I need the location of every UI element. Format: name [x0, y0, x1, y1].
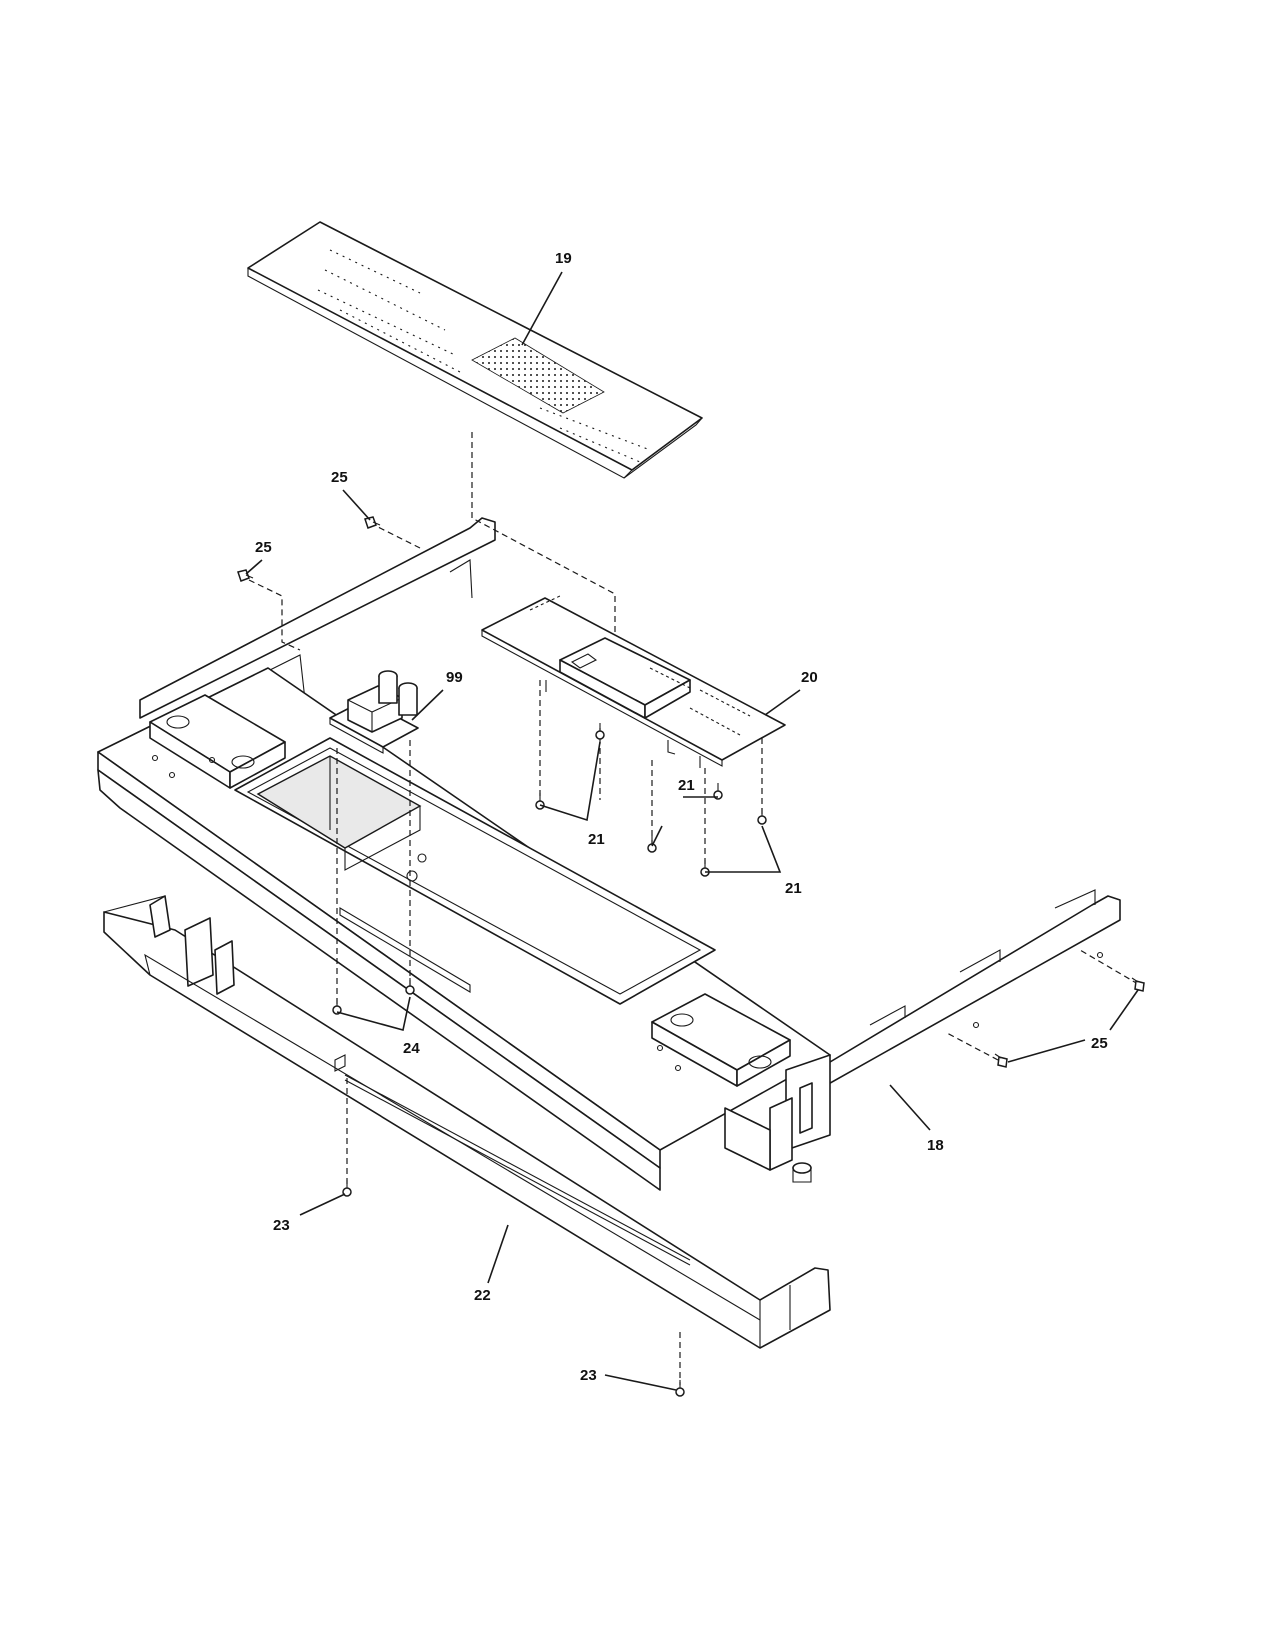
screw-25-right-lower — [994, 1053, 1008, 1068]
screw-24-a — [332, 998, 342, 1015]
callout-99: 99 — [446, 669, 463, 686]
callout-22: 22 — [474, 1287, 491, 1304]
screw-21-b — [595, 723, 605, 740]
front-trim — [103, 895, 831, 1349]
callout-24: 24 — [403, 1040, 420, 1057]
control-panel-frame — [97, 517, 1121, 1191]
transformer-board — [329, 670, 419, 754]
callout-25-left: 25 — [255, 539, 272, 556]
callout-21-right: 21 — [785, 880, 802, 897]
screw-25-top — [364, 516, 381, 529]
callout-23-right: 23 — [580, 1367, 597, 1384]
control-board — [481, 595, 786, 768]
screw-21-e — [700, 860, 710, 877]
callout-25-top: 25 — [331, 469, 348, 486]
screw-23-right — [675, 1380, 685, 1397]
callout-21-mid: 21 — [678, 777, 695, 794]
screw-24-b — [405, 978, 415, 995]
screw-21-c — [647, 836, 657, 853]
screw-21-a — [535, 793, 545, 810]
callout-20: 20 — [801, 669, 818, 686]
screw-25-left — [237, 569, 254, 582]
assembly-lines — [248, 432, 1139, 1385]
callout-21-left: 21 — [588, 831, 605, 848]
screw-21-f — [757, 808, 767, 825]
callout-18: 18 — [927, 1137, 944, 1154]
callout-19: 19 — [555, 250, 572, 267]
callout-25-right: 25 — [1091, 1035, 1108, 1052]
callout-23-left: 23 — [273, 1217, 290, 1234]
control-panel-overlay — [247, 221, 703, 479]
callouts: 19 25 25 99 20 21 21 21 24 25 18 23 22 2… — [255, 250, 1108, 1384]
screw-25-right-upper — [1131, 977, 1145, 992]
leader-lines — [245, 271, 1139, 1391]
